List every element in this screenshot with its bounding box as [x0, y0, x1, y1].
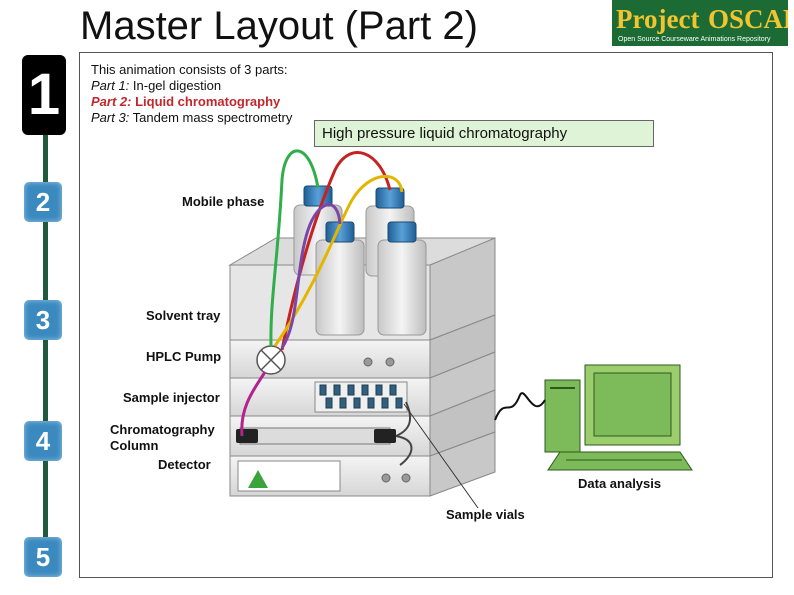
label-sample-injector: Sample injector [123, 390, 220, 405]
logo-word2: OSCAR [708, 4, 788, 34]
data-cable [494, 392, 546, 421]
logo-tagline: Open Source Courseware Animations Reposi… [618, 36, 771, 43]
column-fitting-left [236, 429, 258, 443]
solvent-tubing [240, 149, 413, 466]
page-title: Master Layout (Part 2) [80, 4, 478, 48]
project-oscar-logo: Project OSCAR Open Source Courseware Ani… [612, 0, 788, 46]
intro-part1: Part 1: In-gel digestion [91, 78, 222, 93]
label-hplc-pump: HPLC Pump [146, 349, 222, 364]
intro-part3: Part 3: Tandem mass spectrometry [91, 110, 293, 125]
label-sample-vials: Sample vials [446, 507, 525, 522]
label-solvent-tray: Solvent tray [146, 308, 221, 323]
step-1-button[interactable]: 1 [22, 55, 66, 135]
logo-word1: Project [616, 4, 699, 34]
column-fitting-right [374, 429, 396, 443]
label-detector: Detector [158, 457, 211, 472]
intro-text: This animation consists of 3 parts: Part… [91, 62, 292, 126]
intro-line: This animation consists of 3 parts: [91, 62, 288, 77]
sample-vials [319, 384, 403, 409]
computer-illustration [494, 364, 693, 471]
step-3-button[interactable]: 3 [24, 300, 62, 340]
section-banner: High pressure liquid chromatography [314, 120, 654, 147]
label-mobile-phase: Mobile phase [182, 194, 265, 209]
label-data-analysis: Data analysis [578, 476, 662, 491]
intro-part2: Part 2: Liquid chromatography [91, 94, 281, 109]
step-2-button[interactable]: 2 [24, 182, 62, 222]
sample-vials-pointer [403, 403, 479, 509]
label-chromatography-column: Chromatography Column [110, 422, 215, 453]
step-4-button[interactable]: 4 [24, 421, 62, 461]
detector-indicator-icon [248, 470, 268, 488]
diagram-frame [79, 52, 773, 578]
step-5-button[interactable]: 5 [24, 537, 62, 577]
